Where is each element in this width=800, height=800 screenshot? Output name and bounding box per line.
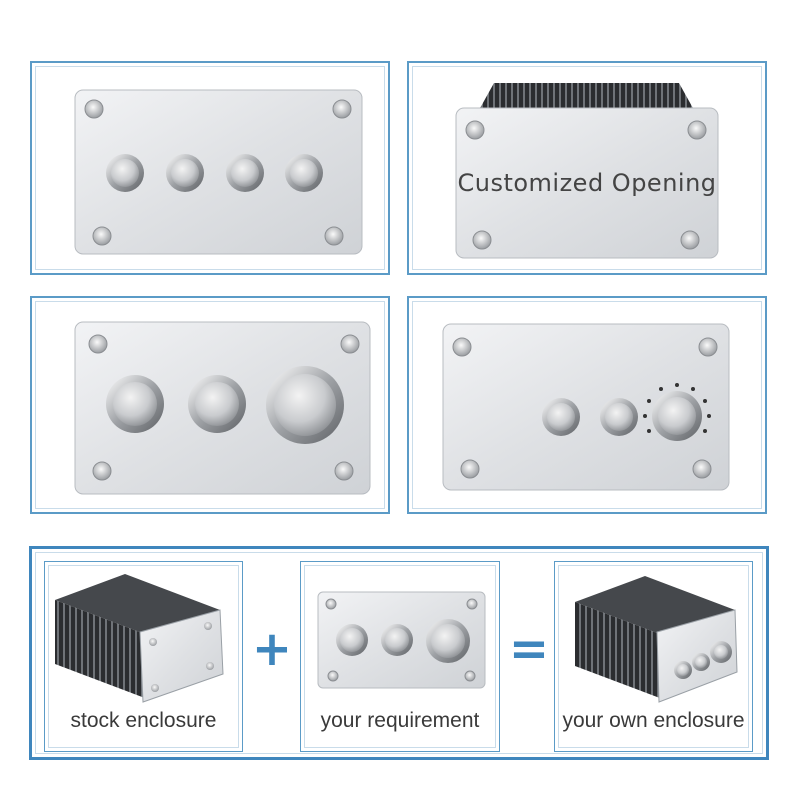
- push-button-icon: [542, 398, 638, 436]
- screw-icon: [88, 334, 360, 481]
- your-own-enclosure-caption: your own enclosure: [562, 709, 745, 732]
- customized-opening-label: Customized Opening: [457, 169, 717, 197]
- buttons-and-knob-panel: [407, 296, 767, 514]
- three-button-panel: [30, 296, 390, 514]
- screw-icon: [465, 120, 707, 250]
- stock-enclosure-caption: stock enclosure: [70, 709, 217, 732]
- plus-symbol: +: [251, 621, 293, 677]
- enclosure-front-image: [455, 83, 719, 259]
- your-own-enclosure-card: your own enclosure: [554, 561, 753, 752]
- four-button-panel: [30, 61, 390, 275]
- screw-icon: [84, 99, 352, 246]
- your-requirement-card: your requirement: [300, 561, 500, 752]
- push-button-icon: [106, 154, 323, 192]
- buttons-and-knob-panel-image: [442, 323, 730, 491]
- screw-icon: [452, 337, 718, 479]
- push-button-icon: [106, 366, 344, 444]
- process-strip: stock enclosure + your requirement = you…: [29, 546, 769, 760]
- stock-enclosure-image: [55, 574, 224, 703]
- equals-symbol: =: [508, 621, 550, 677]
- rotary-knob-icon: [643, 383, 711, 441]
- three-button-panel-image: [74, 321, 371, 495]
- custom-enclosure-image: [575, 576, 738, 703]
- stock-enclosure-card: stock enclosure: [44, 561, 243, 752]
- four-button-panel-image: [74, 89, 363, 255]
- requirement-panel-image: [317, 591, 486, 689]
- customized-opening-panel: Customized Opening: [407, 61, 767, 275]
- your-requirement-caption: your requirement: [320, 709, 480, 732]
